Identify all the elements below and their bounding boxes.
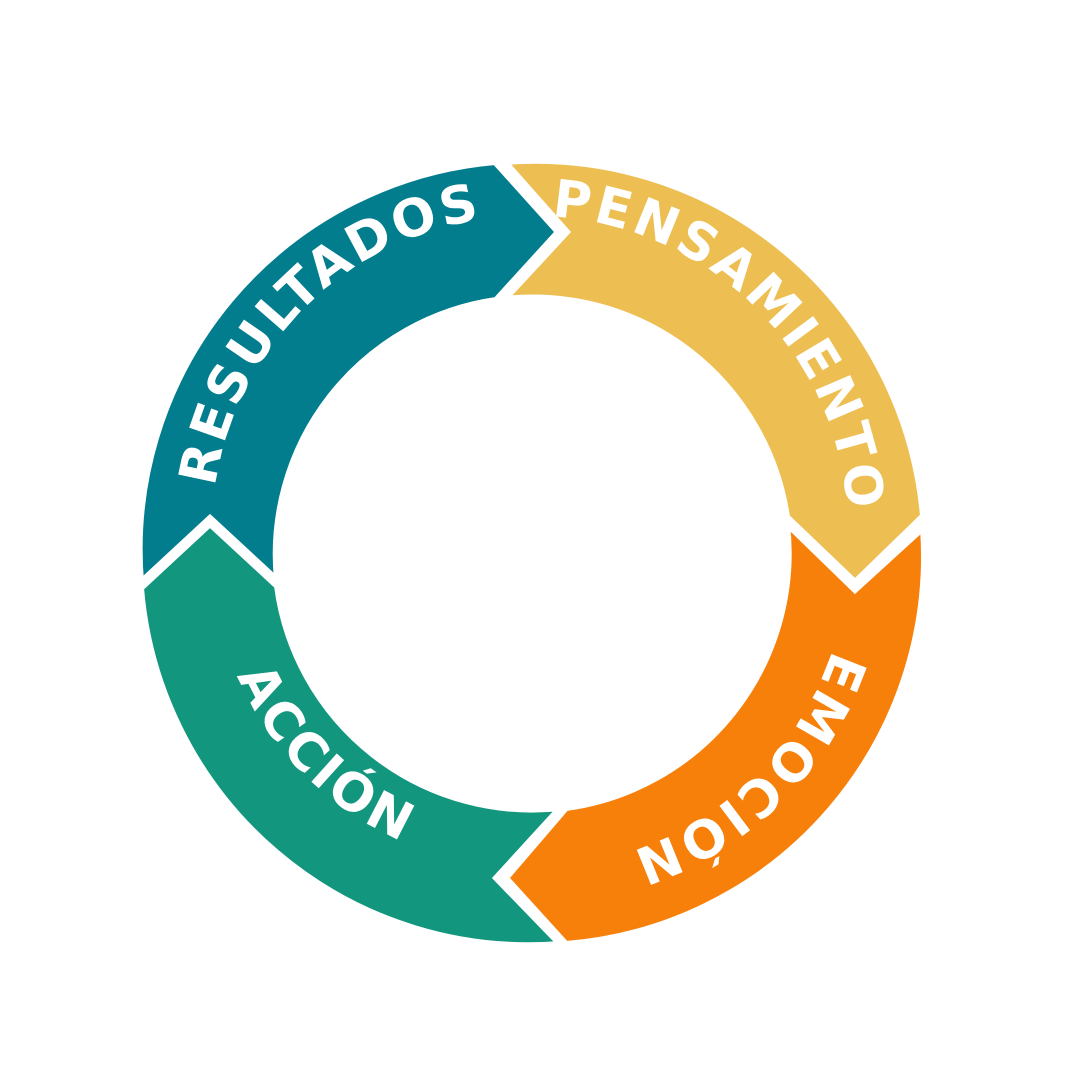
segment-pensamiento: PENSAMIENTO xyxy=(497,157,927,587)
segment-emocion: EMOCIÓN xyxy=(501,516,928,948)
segment-resultados: RESULTADOS xyxy=(136,158,563,589)
segment-accion: ACCIÓN xyxy=(137,519,568,949)
segment-pensamiento-shape xyxy=(497,157,927,587)
segment-resultados-shape xyxy=(136,158,563,589)
segment-accion-shape xyxy=(137,519,568,949)
segment-emocion-shape xyxy=(501,516,928,948)
